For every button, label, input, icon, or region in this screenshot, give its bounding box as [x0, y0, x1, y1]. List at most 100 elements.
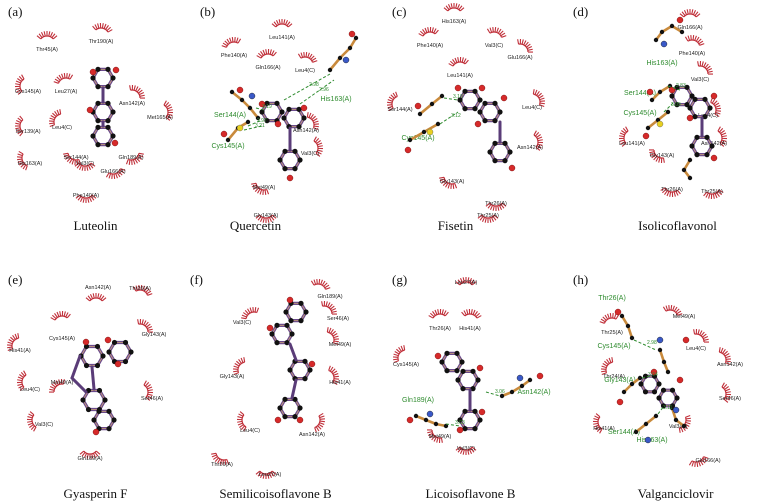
- res-leu4: [236, 411, 247, 432]
- res-leu27-label: Leu27(A): [55, 89, 78, 95]
- res-ser144-label: Ser144(A): [214, 112, 246, 119]
- res-his41: [328, 365, 339, 386]
- res-met49-label: Met49(A): [329, 342, 352, 348]
- hbond-c1-distance: 3.10: [453, 94, 463, 100]
- res-his41: [6, 333, 20, 352]
- hbond-b3-distance: 2.98: [309, 82, 319, 88]
- res-phe140-label: Phe140(A): [679, 51, 705, 57]
- res-leu4-label: Leu4(C): [240, 428, 260, 434]
- ring-f1: [283, 300, 309, 324]
- res-val3-label: Val3(C): [485, 43, 503, 49]
- res-met49-label: Met49(A): [51, 380, 74, 386]
- res-thr26-label: Thr26(A): [661, 187, 683, 193]
- res-asn142: [717, 126, 728, 147]
- res-leu141: [618, 126, 629, 147]
- ring-b3: [277, 148, 303, 172]
- res-cys145-label: Cys145(A): [15, 89, 41, 95]
- res-thr25-label: Thr25(A): [601, 330, 623, 336]
- res-gly143: [648, 149, 665, 164]
- res-phe140: [418, 26, 439, 37]
- hbond-c2: [439, 111, 459, 125]
- res-gln189: [310, 279, 331, 290]
- res-thr190-label: Thr190(A): [89, 39, 114, 45]
- res-met49-label: Met49(A): [429, 434, 452, 440]
- res-cys145-label: Cys145(A): [597, 343, 630, 350]
- res-ser139: [15, 115, 24, 137]
- res-leu4: [532, 89, 546, 108]
- res-thr26: [428, 308, 449, 319]
- res-his163-label: His163(A): [320, 96, 351, 103]
- res-leu4-label: Leu4(C): [52, 125, 72, 131]
- res-val3-label: Val3(C): [669, 424, 687, 430]
- res-leu4-label: Leu4(C): [20, 387, 40, 393]
- compound-name-a: Luteolin: [73, 218, 118, 233]
- res-leu4: [297, 52, 318, 63]
- res-asn142-label: Asn142(A): [517, 145, 543, 151]
- res-ser144-label: Ser144(A): [63, 155, 88, 161]
- res-gln189: [79, 450, 101, 459]
- ring-e2: [106, 339, 134, 365]
- panel-label-b: (b): [200, 4, 216, 19]
- res-ser46-label: Ser46(A): [719, 396, 741, 402]
- compound-name-f: Semilicoisoflavone B: [219, 486, 332, 501]
- compound-name-c: Fisetin: [437, 218, 474, 233]
- panel-label-a: (a): [8, 4, 23, 19]
- hbond-d2-distance: 3.09: [671, 102, 681, 108]
- compound-name-g: Licoisoflavone B: [425, 486, 516, 501]
- ring-e1: [78, 343, 106, 369]
- res-cys145: [50, 310, 71, 321]
- res-val3-label: Val3(C): [691, 77, 709, 83]
- res-thr26-label: Thr26(A): [211, 462, 233, 468]
- res-ser46-label: Ser46(A): [327, 316, 349, 322]
- res-ser46: [143, 380, 154, 401]
- compound-name-e: Gyasperin F: [63, 486, 128, 501]
- res-his41-label: His41(A): [329, 380, 351, 386]
- res-val3: [313, 136, 324, 157]
- res-ser139-label: Ser139(A): [15, 129, 40, 135]
- ring-h1: [638, 373, 662, 395]
- res-gln166-label: Gln166(A): [677, 25, 702, 31]
- hbond-b2-distance: 2.97: [257, 118, 267, 124]
- res-gly143-label: Gly143(A): [142, 332, 167, 338]
- res-phe140-label: Phe140(A): [73, 193, 99, 199]
- hbond-h3-distance: 3.11: [663, 405, 673, 411]
- hbond-b1-distance: 3.19: [262, 104, 272, 110]
- res-leu4: [48, 109, 62, 128]
- ring-a3: [90, 124, 116, 148]
- res-thr24-label: Thr24(A): [603, 374, 625, 380]
- res-gln166: [256, 48, 277, 59]
- res-gln189-label: Gln189(A): [402, 397, 434, 404]
- res-gly143: [232, 357, 246, 376]
- compound-name-d: Isolicoflavonol: [638, 218, 717, 233]
- hbond-g1: [485, 391, 501, 397]
- res-thr26-label: Thr26(A): [598, 295, 626, 302]
- res-his163: [443, 3, 465, 12]
- res-gln189-label: Gln189(A): [317, 294, 342, 300]
- res-met49: [326, 327, 340, 346]
- res-leu4-label: Leu4(C): [295, 68, 315, 74]
- res-leu141-label: Leu141(A): [447, 73, 473, 79]
- res-asn142: [314, 412, 325, 433]
- ring-d2: [687, 96, 713, 120]
- res-val3: [455, 446, 477, 455]
- res-phe140-label: Phe140(A): [221, 53, 247, 59]
- res-thr25: [477, 214, 499, 223]
- ring-d3: [689, 134, 715, 158]
- res-leu141: [271, 19, 293, 28]
- res-met49-label: Met49(A): [673, 314, 696, 320]
- hbond-b4: [243, 125, 263, 131]
- hbond-b5-distance: 2.96: [319, 87, 329, 93]
- res-glu166: [688, 456, 709, 467]
- res-leu4-label: Leu4(C): [698, 113, 718, 119]
- ring-c2: [477, 100, 503, 124]
- res-val3-label: Val3(C): [233, 320, 251, 326]
- res-phe140: [684, 35, 705, 46]
- res-gly143: [137, 318, 154, 333]
- res-gln189: [125, 152, 144, 166]
- ring-a2: [90, 100, 116, 124]
- res-cys145: [14, 74, 25, 95]
- res-gly143-label: Gly143(A): [604, 377, 636, 384]
- res-thr25-label: Thr25(A): [477, 213, 499, 219]
- res-leu27: [455, 277, 477, 286]
- res-asn142-label: Asn142(A): [119, 101, 145, 107]
